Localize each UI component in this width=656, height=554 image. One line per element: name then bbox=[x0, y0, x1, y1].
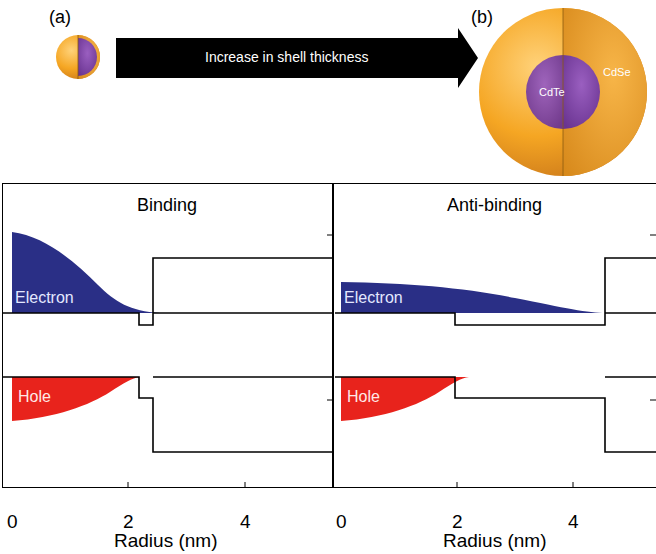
tick-label: 4 bbox=[568, 512, 579, 533]
arrow-label-box: Increase in shell thickness bbox=[116, 38, 458, 78]
axis-ticks bbox=[128, 235, 656, 488]
plot-panel: Binding bbox=[2, 183, 333, 488]
tick-label: 0 bbox=[336, 512, 347, 533]
tick-label: 2 bbox=[123, 512, 134, 533]
hole-wavefunction bbox=[12, 377, 140, 421]
small-nanocrystal bbox=[56, 35, 100, 79]
carrier-label: Hole bbox=[18, 388, 51, 406]
electron-wavefunction bbox=[341, 282, 606, 313]
panel-title: Binding bbox=[137, 196, 197, 216]
panel-title: Anti-binding bbox=[447, 196, 542, 216]
material-label: CdSe bbox=[603, 66, 631, 78]
panel-letter: (a) bbox=[49, 8, 71, 28]
band-edges bbox=[3, 258, 656, 452]
carrier-label: Electron bbox=[15, 289, 74, 307]
plot-panel: Anti-binding bbox=[333, 183, 656, 488]
tick-label: 0 bbox=[7, 512, 18, 533]
material-label: CdTe bbox=[539, 86, 565, 98]
tick-label: 2 bbox=[452, 512, 463, 533]
panel-letter: (b) bbox=[471, 8, 493, 28]
electron-wavefunction bbox=[12, 232, 160, 313]
hole-wavefunction bbox=[341, 377, 469, 421]
tick-label: 4 bbox=[240, 512, 251, 533]
large-nanocrystal bbox=[479, 8, 647, 176]
axis-title: Radius (nm) bbox=[443, 531, 546, 552]
carrier-label: Hole bbox=[347, 388, 380, 406]
axis-title: Radius (nm) bbox=[114, 531, 217, 552]
arrow-shape bbox=[116, 28, 478, 88]
arrow-label: Increase in shell thickness bbox=[205, 50, 368, 65]
carrier-label: Electron bbox=[344, 289, 403, 307]
